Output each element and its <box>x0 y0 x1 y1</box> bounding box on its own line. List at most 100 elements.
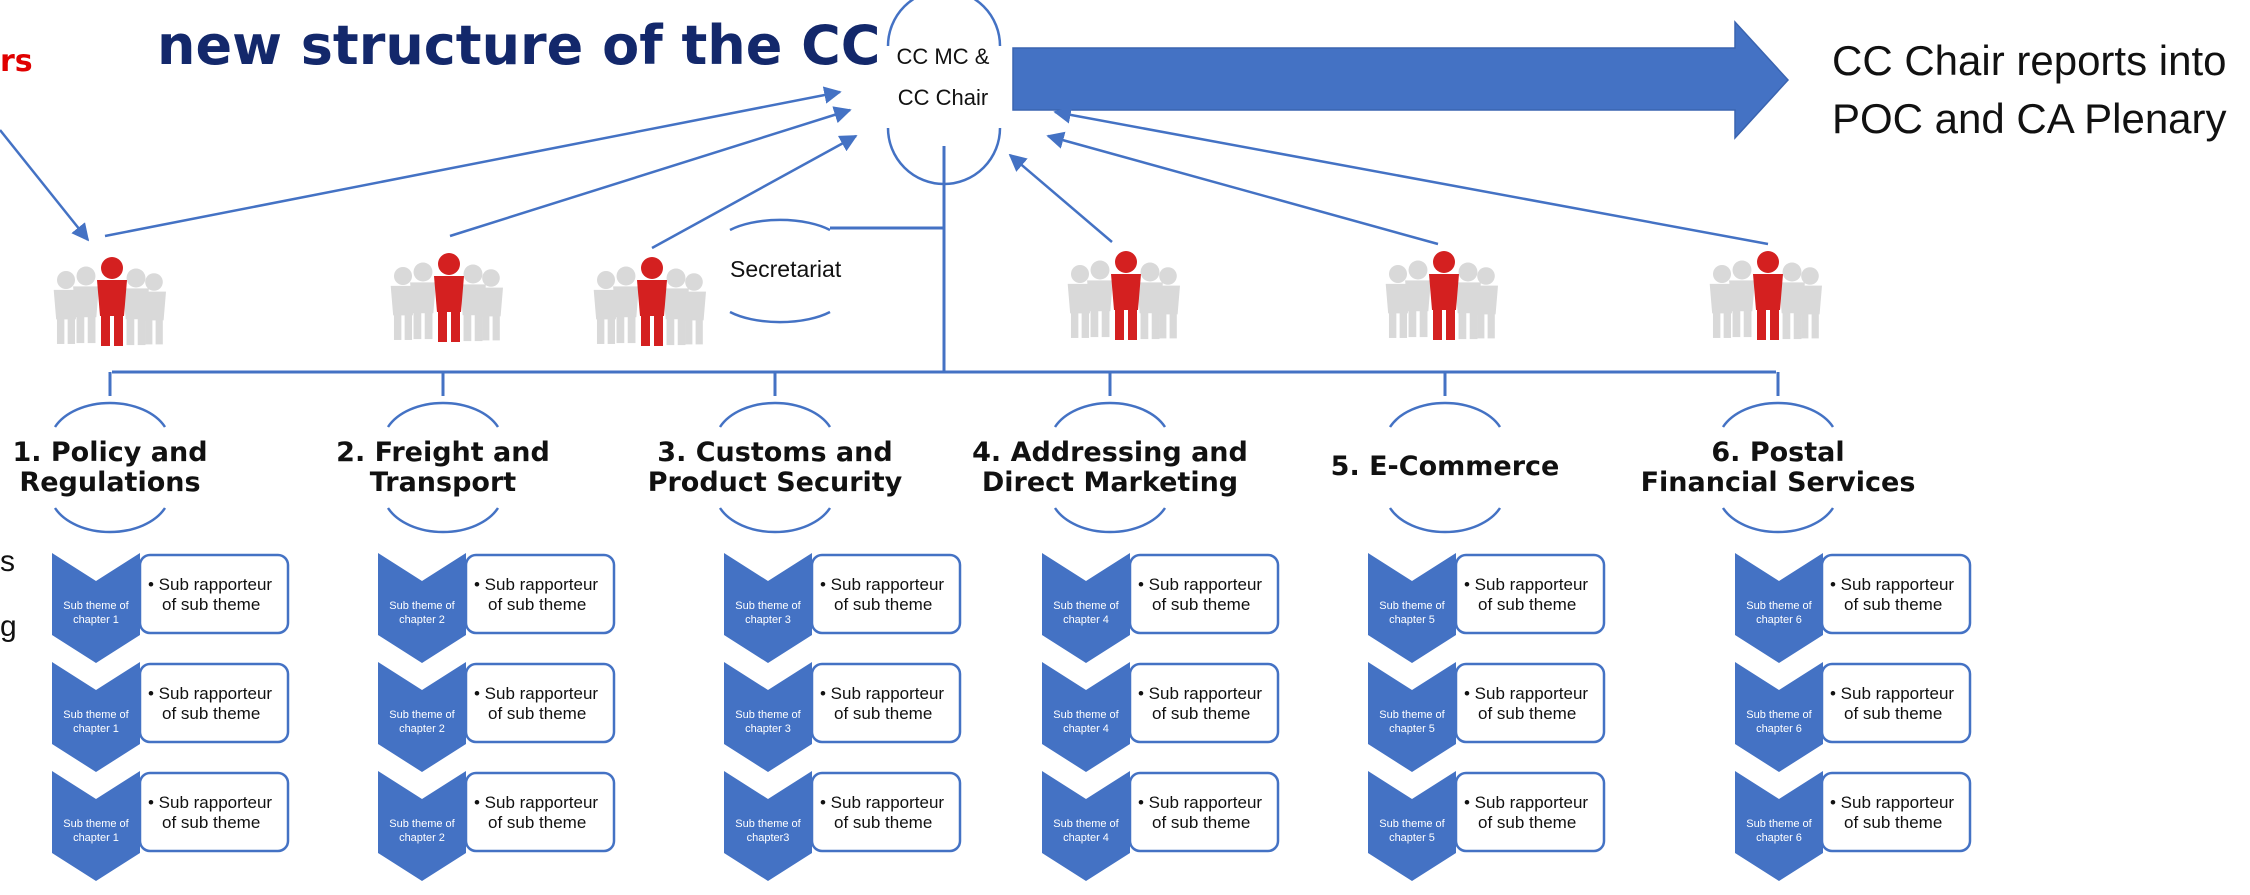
sub-theme-label-line-1: Sub theme of <box>1746 600 1812 612</box>
sub-rapporteur-line-1: • Sub rapporteur <box>1464 575 1589 594</box>
sub-theme-chevron <box>378 662 466 772</box>
sub-rapporteur-line-1: • Sub rapporteur <box>1464 684 1589 703</box>
chapter-title: 5. E-Commerce <box>1295 452 1595 482</box>
chapter-title-line-2: Direct Marketing <box>981 467 1239 498</box>
person-figure <box>1111 251 1141 340</box>
sub-theme-chevron <box>724 662 812 772</box>
person-head <box>393 266 413 286</box>
person-figure <box>479 269 503 341</box>
secretariat-arc-bottom <box>729 310 831 324</box>
cc-chair-label: CC Chair <box>897 85 989 110</box>
person-head <box>1712 264 1732 284</box>
chapter-title-line-2: Financial Services <box>1640 467 1916 498</box>
person-leg <box>1090 309 1099 338</box>
chapter-arc-top <box>1721 401 1835 428</box>
reporting-arrow <box>449 106 852 238</box>
person-head <box>1408 260 1428 280</box>
sub-rapporteur-line-2: of sub theme <box>162 704 261 723</box>
secretariat-arc-top <box>729 218 831 232</box>
sub-theme-label-line-2: chapter 1 <box>73 614 119 626</box>
person-head <box>1757 251 1779 273</box>
sub-rapporteur-line-1: • Sub rapporteur <box>148 684 273 703</box>
person-head <box>1732 260 1752 280</box>
person-leg <box>451 310 460 342</box>
sub-theme-label-line-2: chapter 4 <box>1063 723 1109 735</box>
person-head <box>1159 267 1177 285</box>
person-body <box>479 287 503 317</box>
person-head <box>1782 262 1802 282</box>
sub-rapporteur-line-2: of sub theme <box>1152 595 1251 614</box>
person-body <box>97 280 127 316</box>
person-head <box>1801 267 1819 285</box>
person-leg <box>1070 311 1079 338</box>
sub-theme-label-line-1: Sub theme of <box>389 818 455 830</box>
sub-rapporteur-line-2: of sub theme <box>162 595 261 614</box>
sub-theme-label-line-1: Sub theme of <box>1746 818 1812 830</box>
sub-theme-label-line-1: Sub theme of <box>1379 818 1445 830</box>
sub-rapporteur-line-1: • Sub rapporteur <box>820 684 945 703</box>
person-head <box>1388 264 1408 284</box>
person-body <box>390 285 416 316</box>
person-leg <box>438 310 447 342</box>
person-body <box>1798 285 1822 315</box>
person-figure <box>73 266 99 344</box>
sub-theme-label-line-2: chapter 5 <box>1389 832 1435 844</box>
chapter-title-line-2: Transport <box>369 467 517 498</box>
chapter-arc-bottom <box>1053 507 1167 534</box>
person-leg <box>463 313 472 342</box>
chapter-title-line-1: 6. Postal <box>1711 437 1845 468</box>
person-leg <box>101 314 110 346</box>
person-head <box>56 270 76 290</box>
sub-theme-label-line-1: Sub theme of <box>389 600 455 612</box>
person-figure <box>1729 260 1755 338</box>
person-figure <box>1753 251 1783 340</box>
person-figure <box>613 266 639 344</box>
right-arrow-icon <box>1012 20 1790 140</box>
chapter-arc-bottom <box>1721 507 1835 534</box>
sub-theme-chevron <box>1368 553 1456 663</box>
person-leg <box>492 314 500 341</box>
reports-into-text: CC Chair reports into POC and CA Plenary <box>1832 32 2227 148</box>
chapter-title-line-2: Product Security <box>647 467 903 498</box>
person-head <box>1477 267 1495 285</box>
sub-theme-label-line-2: chapter 6 <box>1756 614 1802 626</box>
person-figure <box>1429 251 1459 340</box>
sub-theme-label-line-1: Sub theme of <box>735 600 801 612</box>
person-body <box>1156 285 1180 315</box>
people-group-icon <box>390 253 503 342</box>
person-body <box>1474 285 1498 315</box>
reports-into-line-1: CC Chair reports into <box>1832 37 2227 84</box>
sub-rapporteur-line-2: of sub theme <box>1478 704 1577 723</box>
person-leg <box>666 317 675 346</box>
person-figure <box>97 257 127 346</box>
chapter-title-line-2: Regulations <box>19 467 201 498</box>
person-figure <box>1067 264 1093 338</box>
person-leg <box>596 317 605 344</box>
person-body <box>1111 274 1141 310</box>
sub-theme-chevron <box>1042 771 1130 881</box>
sub-rapporteur-line-1: • Sub rapporteur <box>1464 793 1589 812</box>
sub-rapporteur-line-2: of sub theme <box>834 704 933 723</box>
sub-rapporteur-line-1: • Sub rapporteur <box>474 575 599 594</box>
sub-theme-label-line-1: Sub theme of <box>1053 600 1119 612</box>
sub-theme-label-line-1: Sub theme of <box>1746 709 1812 721</box>
person-head <box>1070 264 1090 284</box>
sub-theme-label-line-2: chapter3 <box>746 832 790 844</box>
chapter-arc-top <box>386 401 500 428</box>
person-leg <box>155 318 163 345</box>
person-leg <box>126 317 135 346</box>
